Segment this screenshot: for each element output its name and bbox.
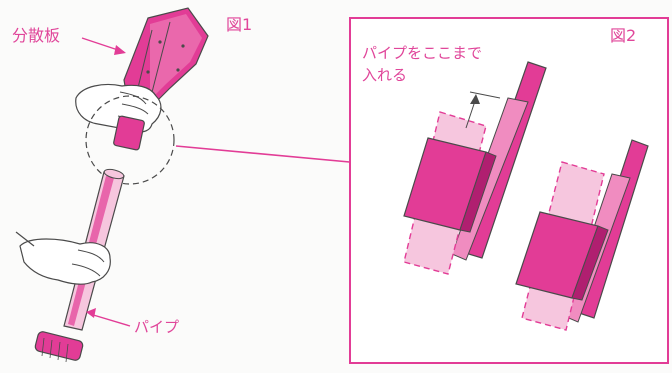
- detail-left: [403, 61, 547, 275]
- detail-right: [515, 139, 649, 331]
- insert-pipe-label-line1: パイプをここまで: [362, 44, 483, 62]
- figure2-label: 図2: [610, 26, 637, 45]
- insert-pipe-label-line2: 入れる: [362, 66, 408, 84]
- pipe-end-cap: [34, 331, 84, 363]
- diffuser-plate-label: 分散板: [12, 26, 61, 45]
- pipe-label: パイプ: [134, 318, 180, 336]
- figure1-label: 図1: [226, 15, 253, 34]
- lower-hand: [15, 231, 111, 285]
